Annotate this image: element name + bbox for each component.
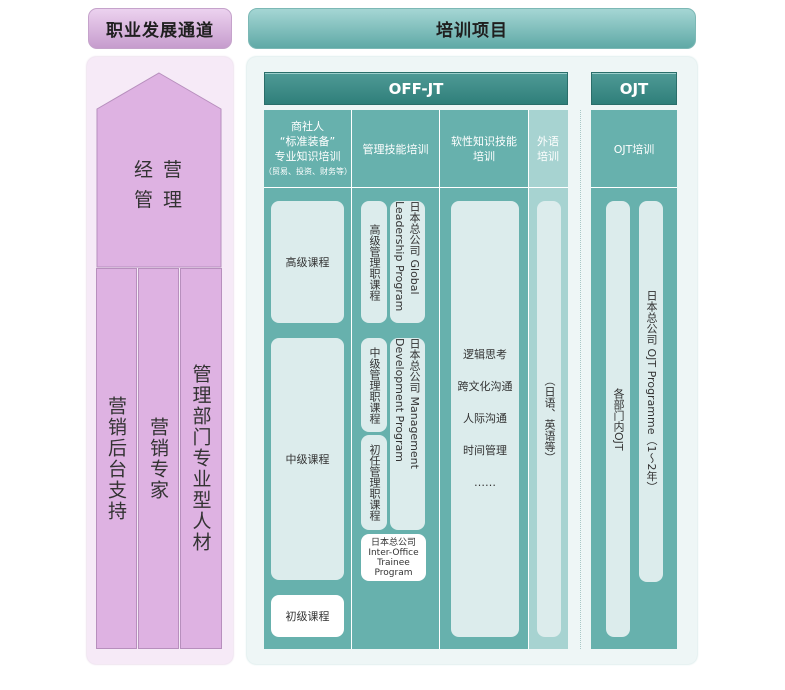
senior-mgmt-course-text: 高级管理职课程 (368, 223, 381, 301)
language-card-text: （日语、英语等） (543, 375, 556, 463)
management-development-program: 日本总公司 Management Development Program (390, 338, 425, 530)
senior-mgmt-course: 高级管理职课程 (361, 201, 387, 323)
soft-skill-ellipsis: …… (474, 476, 496, 489)
course-mid: 中级课程 (271, 338, 344, 580)
management-label-line2: 管 理 (133, 189, 185, 211)
column-separator (439, 110, 440, 649)
ojt-programme-card: 日本总公司 OJT Programme（1～2年） (639, 201, 663, 582)
ojt-bar: OJT (591, 72, 677, 105)
soft-skill-cross-culture: 跨文化沟通 (457, 380, 513, 393)
col-head-management: 管理技能培训 (352, 112, 439, 186)
trainee-line3: Trainee (377, 557, 410, 568)
header-row-separator (264, 187, 568, 188)
col-head-language: 外语 培训 (528, 112, 568, 186)
soft-skill-interpersonal: 人际沟通 (463, 412, 507, 425)
column-separator (528, 110, 529, 649)
col-head-soft-skills: 软性知识技能 培训 (440, 112, 528, 186)
ojt-department-card: 各部门内OJT (606, 201, 630, 637)
section-divider (580, 110, 581, 649)
soft-skill-time-management: 时间管理 (463, 444, 507, 457)
junior-mgmt-course: 初任管理职课程 (361, 435, 387, 530)
career-col-marketing-support-label: 营销后台支持 (105, 395, 127, 522)
offjt-bar: OFF-JT (264, 72, 568, 105)
course-senior: 高级课程 (271, 201, 344, 323)
career-path-header: 职业发展通道 (88, 8, 232, 49)
course-junior: 初级课程 (271, 595, 344, 637)
junior-mgmt-course-text: 初任管理职课程 (368, 444, 381, 521)
soft-skill-logical-thinking: 逻辑思考 (463, 348, 507, 361)
career-col-marketing-support: 营销后台支持 (96, 268, 137, 649)
col-head-professional-line3: 专业知识培训 (274, 150, 341, 163)
col-head-professional: 商社人 “标准装备” 专业知识培训 （贸易、投资、财务等） (264, 112, 352, 186)
management-development-program-text: 日本总公司 Management Development Program (393, 338, 421, 469)
trainee-line1: 日本总公司 (370, 537, 416, 548)
global-leadership-program: 日本总公司 Global Leadership Program (390, 201, 425, 323)
management-label-line1: 经 营 (133, 159, 185, 181)
col-head-professional-line4: （贸易、投资、财务等） (264, 167, 352, 176)
col-head-language-line2: 培训 (537, 150, 559, 163)
column-separator (351, 110, 352, 649)
trainee-line4: Program (374, 567, 413, 578)
mid-mgmt-course-text: 中级管理职课程 (368, 346, 381, 424)
col-head-soft-skills-line2: 培训 (473, 150, 495, 163)
language-card: （日语、英语等） (537, 201, 561, 637)
career-col-admin-specialist-label: 管理部门专业型人材 (189, 364, 212, 553)
inter-office-trainee-program: 日本总公司 Inter-Office Trainee Program (361, 534, 426, 581)
mid-mgmt-course: 中级管理职课程 (361, 338, 387, 432)
global-leadership-program-text: 日本总公司 Global Leadership Program (393, 201, 421, 312)
col-head-soft-skills-line1: 软性知识技能 (451, 135, 517, 148)
ojt-programme-text: 日本总公司 OJT Programme（1～2年） (645, 290, 658, 493)
col-head-language-line1: 外语 (537, 135, 559, 148)
management-label: 经 营 管 理 (96, 150, 222, 220)
col-head-professional-line1: 商社人 (291, 120, 324, 133)
ojt-department-text: 各部门内OJT (612, 387, 625, 451)
col-head-ojt: OJT培训 (591, 112, 677, 186)
career-col-admin-specialist: 管理部门专业型人材 (180, 268, 222, 649)
trainee-line2: Inter-Office (368, 547, 419, 558)
soft-skills-card: 逻辑思考 跨文化沟通 人际沟通 时间管理 …… (451, 201, 519, 637)
career-col-marketing-expert-label: 营销专家 (147, 416, 169, 501)
header-row-separator (591, 187, 677, 188)
management-arrow (96, 72, 222, 268)
ojt-body (591, 110, 677, 649)
col-head-management-text: 管理技能培训 (362, 142, 429, 156)
col-head-professional-line2: “标准装备” (279, 135, 336, 148)
career-col-marketing-expert: 营销专家 (138, 268, 179, 649)
training-program-header: 培训项目 (248, 8, 696, 49)
col-head-ojt-text: OJT培训 (613, 142, 655, 156)
